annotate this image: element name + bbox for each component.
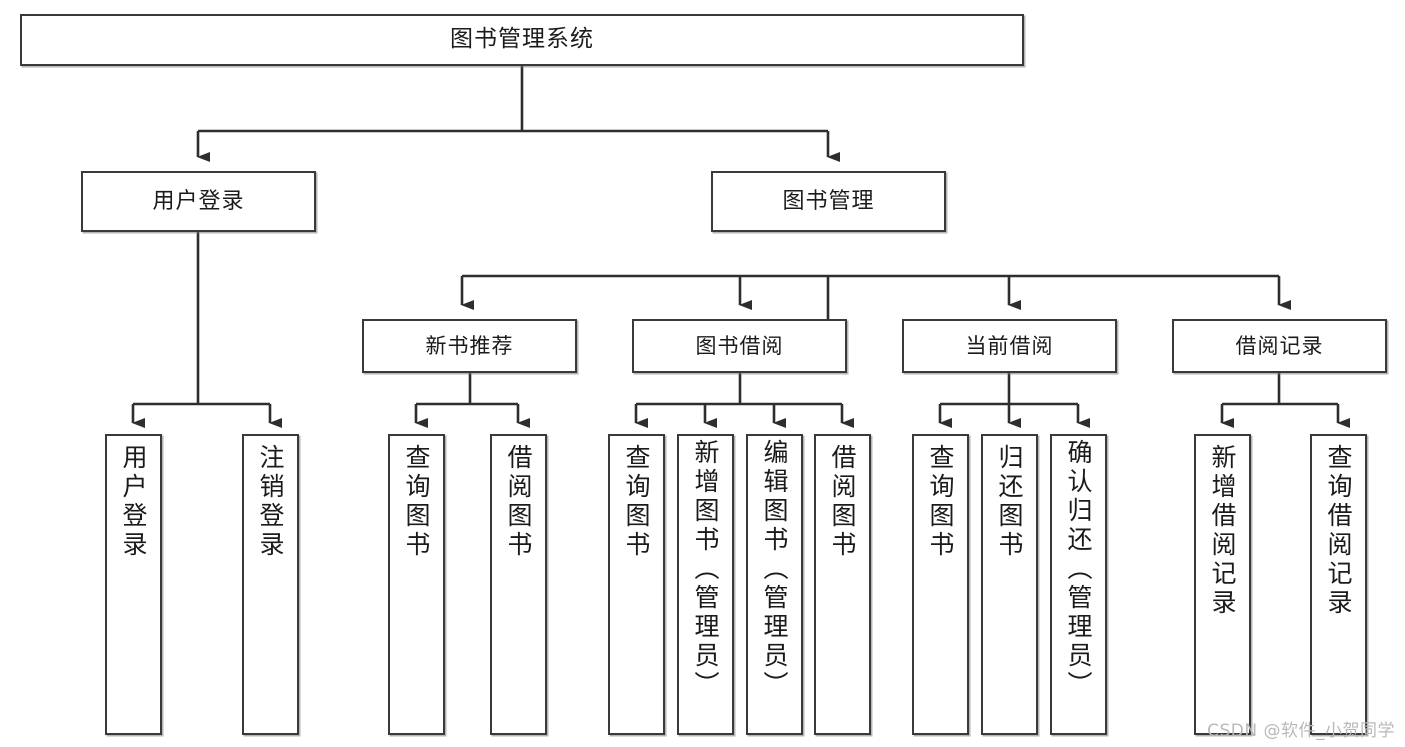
leaf-user-login[interactable]: 用户登录	[105, 434, 162, 735]
node-label: 新增借阅记录	[1208, 444, 1237, 618]
node-book-borrow[interactable]: 图书借阅	[632, 319, 847, 373]
node-new-book-recommend[interactable]: 新书推荐	[362, 319, 577, 373]
leaf-query-book-borrow[interactable]: 查询图书	[608, 434, 665, 735]
leaf-borrow-book[interactable]: 借阅图书	[814, 434, 871, 735]
leaf-query-book-recommend[interactable]: 查询图书	[388, 434, 445, 735]
node-label: 图书借阅	[695, 333, 784, 358]
node-label: 借阅图书	[828, 444, 857, 560]
node-label: 借阅记录	[1235, 333, 1324, 358]
node-label: 新书推荐	[425, 333, 514, 358]
node-label: 图书管理	[782, 188, 875, 214]
leaf-query-borrow-record[interactable]: 查询借阅记录	[1310, 434, 1367, 735]
node-label: 用户登录	[152, 188, 245, 214]
node-label: 用户登录	[119, 444, 148, 560]
node-label: 查询图书	[402, 444, 431, 560]
node-label: 当前借阅	[965, 333, 1054, 358]
node-label: 新增图书（管理员）	[691, 439, 720, 700]
node-label: 编辑图书（管理员）	[760, 439, 789, 700]
node-current-borrow[interactable]: 当前借阅	[902, 319, 1117, 373]
leaf-borrow-book-recommend[interactable]: 借阅图书	[490, 434, 547, 735]
node-label: 查询借阅记录	[1324, 444, 1353, 618]
leaf-confirm-return-admin[interactable]: 确认归还（管理员）	[1050, 434, 1107, 735]
node-label: 图书管理系统	[450, 26, 594, 53]
leaf-add-borrow-record[interactable]: 新增借阅记录	[1194, 434, 1251, 735]
node-label: 确认归还（管理员）	[1064, 439, 1093, 700]
leaf-query-book-current[interactable]: 查询图书	[912, 434, 969, 735]
node-borrow-record[interactable]: 借阅记录	[1172, 319, 1387, 373]
node-label: 归还图书	[995, 444, 1024, 560]
leaf-logout[interactable]: 注销登录	[242, 434, 299, 735]
leaf-edit-book-admin[interactable]: 编辑图书（管理员）	[746, 434, 803, 735]
node-user-login[interactable]: 用户登录	[81, 171, 316, 232]
node-label: 注销登录	[256, 444, 285, 560]
leaf-add-book-admin[interactable]: 新增图书（管理员）	[677, 434, 734, 735]
csdn-watermark: CSDN @软件_小贺同学	[1207, 721, 1395, 741]
node-label: 查询图书	[622, 444, 651, 560]
node-root-system[interactable]: 图书管理系统	[20, 14, 1024, 66]
node-book-management[interactable]: 图书管理	[711, 171, 946, 232]
node-label: 查询图书	[926, 444, 955, 560]
node-label: 借阅图书	[504, 444, 533, 560]
leaf-return-book[interactable]: 归还图书	[981, 434, 1038, 735]
